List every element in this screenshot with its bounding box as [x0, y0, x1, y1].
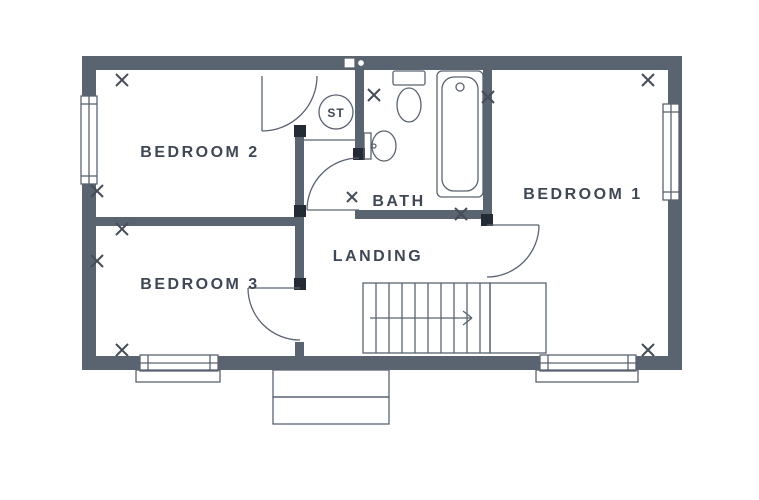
- door-bedroom3: [247, 287, 301, 341]
- wall-bottom: [82, 356, 682, 370]
- wall-cap: [294, 205, 306, 217]
- door-bedroom1: [486, 224, 540, 278]
- cross-marker: [641, 343, 655, 357]
- wall-right: [668, 56, 682, 370]
- room-label-bath: BATH: [372, 193, 425, 210]
- wall-bath-left: [355, 70, 364, 158]
- cross-marker: [454, 207, 468, 221]
- bathroom-fixtures: [343, 57, 484, 198]
- wall-bedroom2-right: [295, 129, 304, 217]
- cross-marker: [481, 90, 495, 104]
- wall-bedroom3-right: [295, 226, 304, 288]
- wall-cap: [294, 125, 306, 137]
- window-sill: [135, 369, 221, 383]
- porch-outline-below: [272, 369, 390, 425]
- cross-marker: [90, 254, 104, 268]
- bathtub-icon: [436, 70, 484, 198]
- wall-cap: [353, 148, 365, 160]
- cross-marker: [115, 73, 129, 87]
- basin-icon: [363, 130, 397, 162]
- door-arcs: [247, 75, 540, 341]
- wall-bath-bottom: [355, 210, 483, 219]
- window-bedroom3-bottom: [139, 354, 219, 372]
- cross-marker: [115, 343, 129, 357]
- wall-top: [82, 56, 682, 70]
- window-sill: [535, 369, 639, 383]
- door-storage: [261, 75, 318, 132]
- window-bedroom1-right: [662, 103, 680, 201]
- toilet-icon: [392, 70, 426, 123]
- storage-cupboard-circle: ST: [318, 94, 354, 130]
- wall-bedroom2-bedroom3: [96, 217, 304, 226]
- window-bedroom1-bottom: [539, 354, 637, 372]
- cross-marker: [346, 191, 358, 203]
- storage-label: ST: [327, 106, 344, 120]
- windows: [80, 95, 680, 425]
- wall-cap: [481, 214, 493, 226]
- window-bedroom2-left: [80, 95, 98, 185]
- dimension-markers: [90, 73, 655, 357]
- cross-marker: [641, 73, 655, 87]
- stairs-direction-arrow: [370, 310, 473, 326]
- room-label-bedroom1: BEDROOM 1: [523, 186, 642, 203]
- wall-bedroom3-right-stub: [295, 342, 304, 356]
- stairs-side-cupboard: [489, 282, 547, 354]
- interior-walls: [96, 70, 493, 356]
- room-label-bedroom3: BEDROOM 3: [140, 276, 259, 293]
- wall-bedroom1-left: [483, 70, 492, 225]
- cross-marker: [367, 88, 381, 102]
- cross-marker: [90, 184, 104, 198]
- wall-cap: [294, 278, 306, 290]
- flue-icon: [343, 57, 366, 69]
- room-labels: BEDROOM 2 BEDROOM 3 BEDROOM 1 BATH LANDI…: [140, 144, 642, 293]
- stairs: [362, 282, 547, 354]
- room-label-bedroom2: BEDROOM 2: [140, 144, 259, 161]
- cross-marker: [115, 222, 129, 236]
- room-label-landing: LANDING: [333, 248, 423, 265]
- door-bath: [306, 157, 360, 211]
